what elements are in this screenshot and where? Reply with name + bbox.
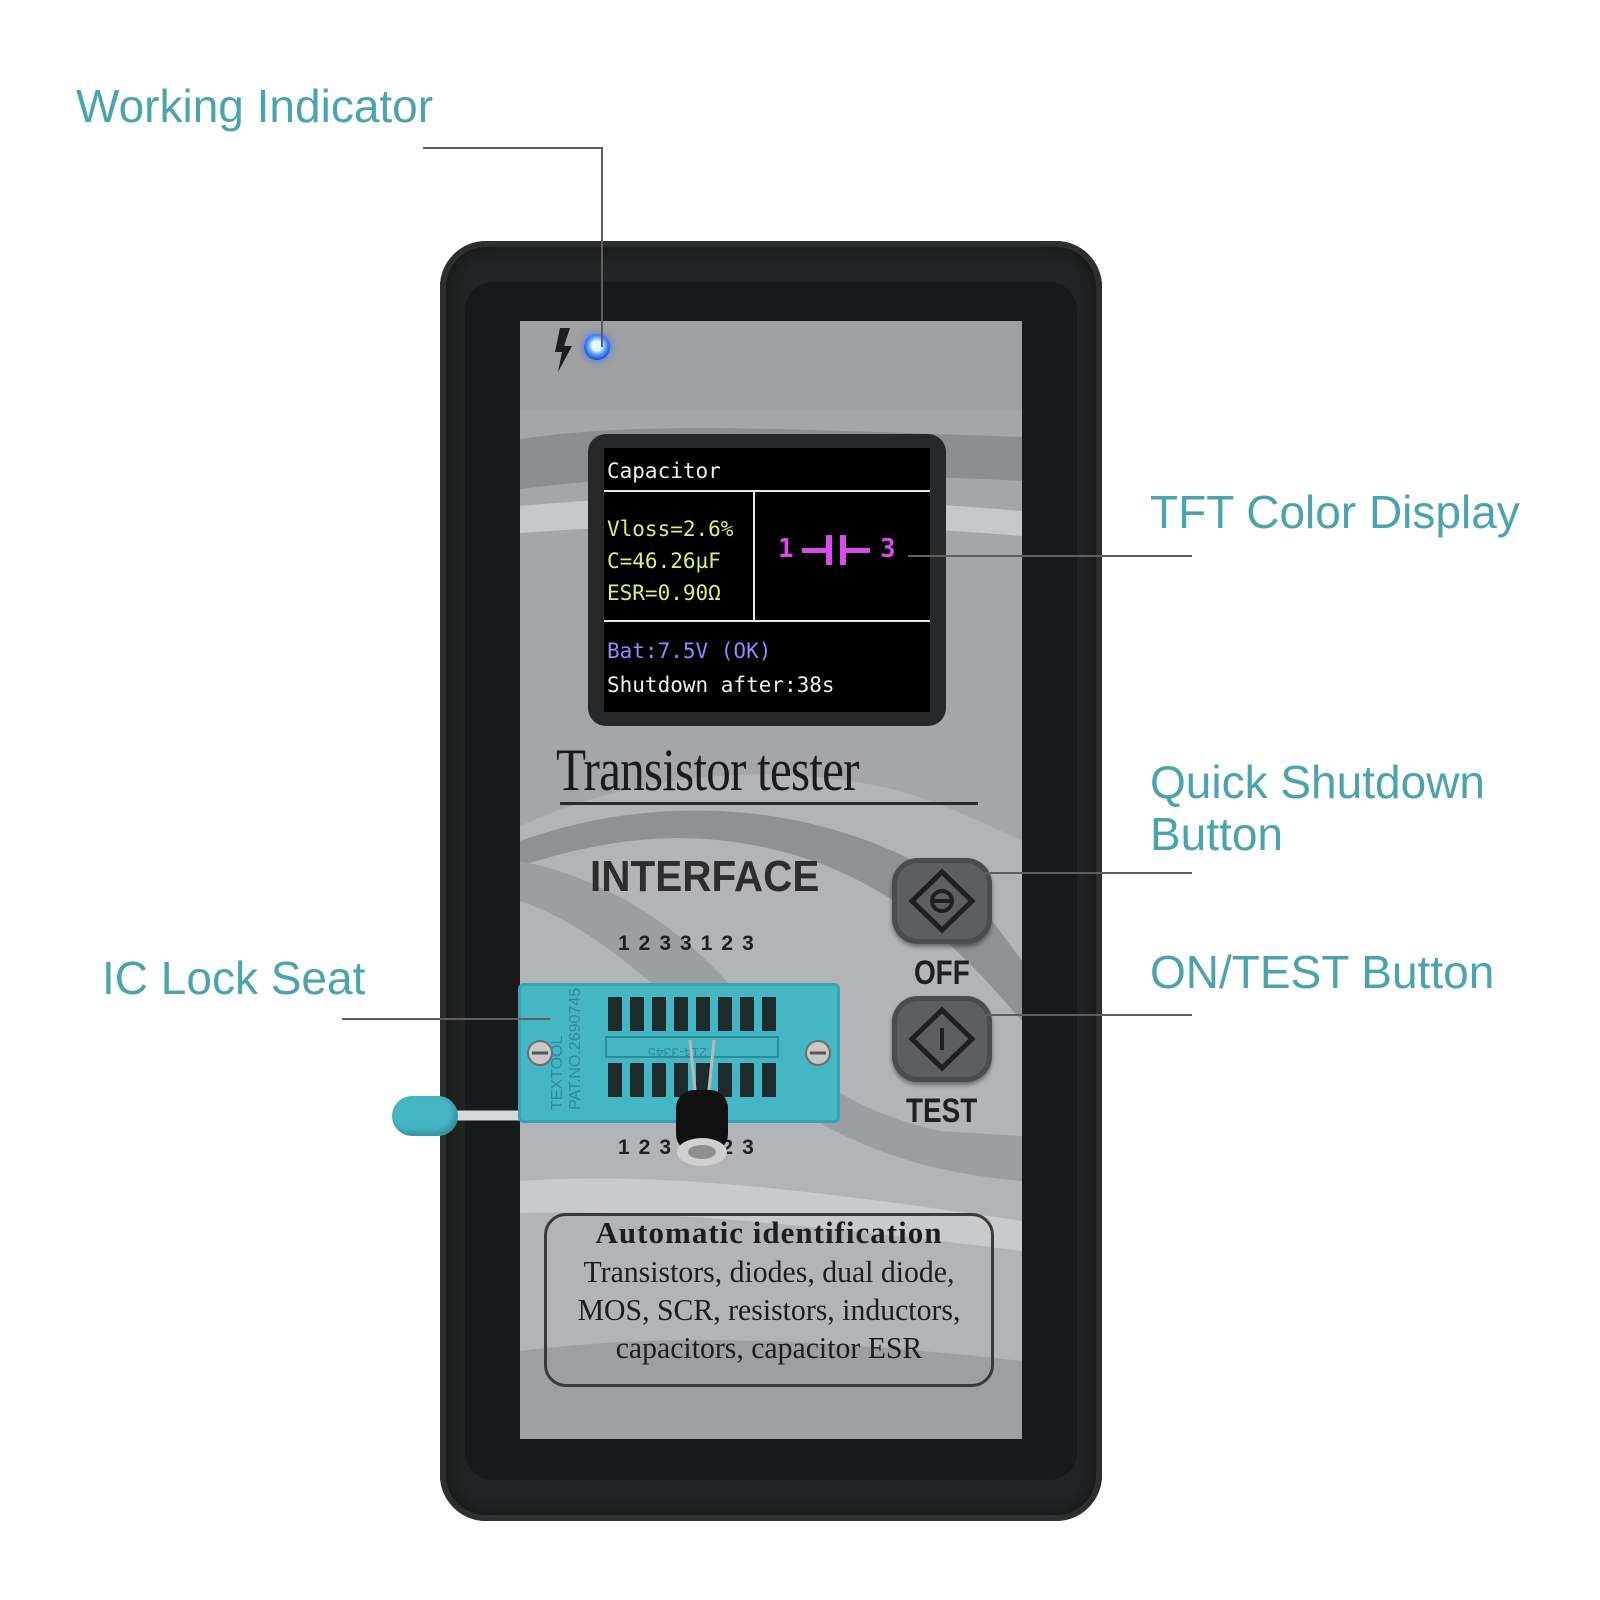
identification-heading: Automatic identification (595, 1215, 943, 1250)
callout-on-test: ON/TEST Button (1150, 946, 1495, 998)
leader-ic-lock-seat (342, 1018, 550, 1020)
brand-title: Transistor tester (556, 737, 859, 803)
identification-line-1: Transistors, diodes, dual diode, (583, 1254, 955, 1289)
leader-working-indicator-v (601, 147, 603, 347)
off-label: OFF (914, 954, 970, 992)
socket-contacts (527, 997, 831, 1097)
leader-on-test (968, 1014, 1192, 1016)
capacitor-component (676, 1040, 728, 1166)
screen-esr: ESR=0.90Ω (607, 581, 721, 605)
brand-underline (560, 802, 978, 805)
screen-vloss: Vloss=2.6% (607, 517, 734, 541)
identification-line-2: MOS, SCR, resistors, inductors, (577, 1292, 961, 1327)
socket-brand: TEXTOOL (549, 1035, 566, 1110)
leader-working-indicator-h (423, 147, 603, 149)
screen-battery: Bat:7.5V (OK) (607, 639, 772, 663)
socket-patent: PAT.NO.2690745 (567, 987, 584, 1110)
bolt-icon (555, 328, 572, 372)
screen-divider-top (604, 490, 930, 492)
screen-pin-left: 1 (778, 534, 794, 564)
callout-working-indicator: Working Indicator (76, 80, 434, 132)
callout-quick-shutdown-line1: Quick Shutdown (1150, 756, 1485, 808)
screen-divider-vertical (753, 490, 755, 620)
test-label: TEST (906, 1092, 978, 1130)
socket-lever-knob[interactable] (392, 1096, 458, 1136)
identification-line-3: capacitors, capacitor ESR (615, 1330, 923, 1365)
screen-divider-bottom (604, 620, 930, 622)
ic-lock-seat[interactable] (518, 983, 840, 1123)
callout-quick-shutdown-line2: Button (1150, 808, 1283, 860)
callout-tft-display: TFT Color Display (1150, 486, 1520, 538)
power-on-icon (908, 1006, 976, 1072)
callout-ic-lock-seat: IC Lock Seat (102, 952, 366, 1004)
power-off-icon (908, 868, 976, 934)
socket-brand-text: TEXTOOL PAT.NO.2690745 (549, 988, 585, 1110)
identification-box (544, 1213, 994, 1387)
screen-title: Capacitor (607, 459, 721, 483)
screen-capacitance: C=46.26µF (607, 549, 721, 573)
capacitor-symbol-icon (802, 535, 870, 565)
test-button[interactable] (892, 996, 992, 1082)
leader-tft-display (908, 555, 1192, 557)
tft-display: Capacitor Vloss=2.6% C=46.26µF ESR=0.90Ω… (604, 448, 930, 712)
screen-shutdown: Shutdown after:38s (607, 673, 835, 697)
off-button[interactable] (892, 858, 992, 944)
screen-pin-right: 3 (880, 534, 896, 564)
interface-label: INTERFACE (590, 852, 820, 901)
pin-numbers-top: 1233123 (618, 932, 763, 955)
working-indicator-led (584, 334, 610, 360)
leader-quick-shutdown (966, 872, 1192, 874)
